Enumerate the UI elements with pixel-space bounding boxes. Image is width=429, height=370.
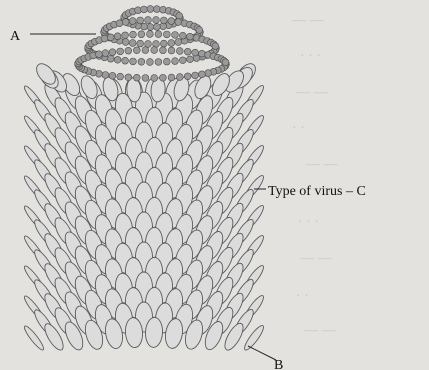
nucleotide-bead xyxy=(107,55,114,62)
nucleotide-bead xyxy=(117,73,124,80)
nucleotide-bead xyxy=(175,19,182,26)
nucleotide-bead xyxy=(172,58,179,65)
nucleotide-bead xyxy=(160,40,167,47)
svg-text:— —: — — xyxy=(303,323,337,338)
nucleotide-bead xyxy=(142,47,149,54)
nucleotide-bead xyxy=(130,31,137,38)
nucleotide-bead xyxy=(154,24,161,31)
nucleotide-bead xyxy=(135,7,142,14)
nucleotide-bead xyxy=(147,59,154,66)
label-a: A xyxy=(10,29,21,44)
nucleotide-bead xyxy=(137,17,144,24)
svg-text:— —: — — xyxy=(295,85,329,100)
nucleotide-bead xyxy=(168,18,175,25)
svg-text:— —: — — xyxy=(299,251,333,266)
nucleotide-bead xyxy=(187,56,194,63)
svg-text:— —: — — xyxy=(291,13,325,28)
nucleotide-bead xyxy=(125,47,132,54)
nucleotide-bead xyxy=(147,24,154,31)
nucleic-acid-helix xyxy=(75,6,230,82)
nucleotide-bead xyxy=(138,58,145,65)
nucleotide-bead xyxy=(199,50,206,57)
nucleotide-bead xyxy=(168,47,175,54)
nucleotide-bead xyxy=(147,31,154,38)
label-b: B xyxy=(274,358,283,370)
svg-text:· · ·: · · · xyxy=(298,215,319,230)
nucleotide-bead xyxy=(133,74,140,81)
nucleotide-bead xyxy=(133,47,140,54)
nucleotide-bead xyxy=(130,58,137,65)
nucleotide-bead xyxy=(145,17,152,24)
nucleotide-bead xyxy=(125,74,132,81)
nucleotide-bead xyxy=(122,39,129,46)
nucleotide-bead xyxy=(96,51,103,58)
nucleotide-bead xyxy=(160,74,167,81)
nucleotide-bead xyxy=(160,17,167,24)
nucleotide-bead xyxy=(196,27,203,34)
nucleotide-bead xyxy=(199,71,206,78)
nucleotide-bead xyxy=(184,73,191,80)
nucleotide-bead xyxy=(184,48,191,55)
nucleotide-bead xyxy=(163,31,170,38)
virus-capsid xyxy=(22,60,266,352)
nucleotide-bead xyxy=(109,72,116,79)
nucleotide-bead xyxy=(160,47,167,54)
nucleotide-bead xyxy=(141,6,148,13)
label-c: Type of virus – C xyxy=(268,184,366,199)
nucleotide-bead xyxy=(172,32,179,39)
svg-text:— —: — — xyxy=(305,157,339,172)
leader-line-b xyxy=(248,346,276,360)
nucleotide-bead xyxy=(142,75,149,82)
nucleotide-bead xyxy=(137,40,144,47)
nucleotide-bead xyxy=(145,41,152,48)
nucleotide-bead xyxy=(122,19,129,26)
background-show-through: — — · · · — — · · — — · · · — — · · — — xyxy=(291,13,339,338)
nucleotide-bead xyxy=(155,59,162,66)
nucleotide-bead xyxy=(109,49,116,56)
nucleotide-bead xyxy=(163,58,170,65)
nucleotide-bead xyxy=(116,20,123,27)
nucleotide-bead xyxy=(102,72,109,79)
nucleotide-bead xyxy=(212,43,219,50)
nucleotide-bead xyxy=(187,33,194,40)
nucleotide-bead xyxy=(176,13,183,20)
nucleotide-bead xyxy=(155,31,162,38)
nucleotide-bead xyxy=(117,48,124,55)
nucleotide-bead xyxy=(168,40,175,47)
nucleotide-bead xyxy=(176,74,183,81)
nucleotide-bead xyxy=(179,57,186,64)
nucleotide-bead xyxy=(176,48,183,55)
nucleotide-bead xyxy=(102,50,109,57)
nucleotide-bead xyxy=(129,40,136,47)
nucleotide-bead xyxy=(114,33,121,40)
svg-text:· · ·: · · · xyxy=(300,49,321,64)
nucleotide-bead xyxy=(179,32,186,39)
nucleotide-bead xyxy=(154,6,161,13)
nucleotide-bead xyxy=(101,35,108,42)
svg-text:· ·: · · xyxy=(292,121,305,136)
nucleotide-bead xyxy=(222,59,229,66)
nucleotide-bead xyxy=(107,34,114,41)
nucleotide-bead xyxy=(122,57,129,64)
nucleotide-bead xyxy=(168,74,175,81)
nucleotide-bead xyxy=(122,32,129,39)
nucleotide-bead xyxy=(114,56,121,63)
svg-text:· ·: · · xyxy=(296,289,309,304)
nucleotide-bead xyxy=(151,47,158,54)
nucleotide-bead xyxy=(147,6,154,13)
nucleotide-bead xyxy=(153,17,160,24)
nucleotide-bead xyxy=(192,72,199,79)
nucleotide-bead xyxy=(175,39,182,46)
nucleotide-bead xyxy=(192,49,199,56)
nucleotide-bead xyxy=(205,70,212,77)
nucleotide-bead xyxy=(138,31,145,38)
nucleotide-bead xyxy=(151,75,158,82)
nucleotide-bead xyxy=(129,18,136,25)
nucleotide-bead xyxy=(141,23,148,30)
